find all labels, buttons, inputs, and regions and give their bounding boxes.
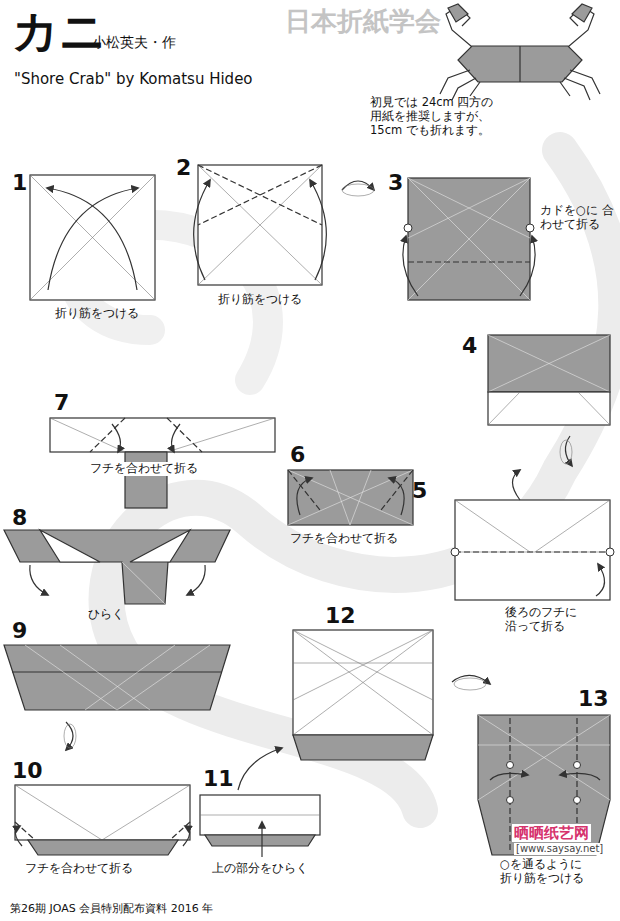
step-figure: [488, 335, 610, 466]
step-number: 5: [412, 478, 427, 504]
crab-illustration: [440, 4, 600, 100]
instruction-text: 後ろのフチに 沿って折る: [505, 606, 585, 634]
instruction-text: 上の部分をひらく: [212, 862, 308, 876]
step-number: 3: [388, 170, 403, 196]
instruction-text: 折り筋をつける: [55, 306, 139, 320]
step-figure: [15, 785, 190, 855]
step-number: 6: [290, 442, 305, 468]
title: カニ: [12, 4, 106, 59]
step-number: 7: [54, 390, 69, 416]
instruction-text: フチを合わせて折る: [290, 532, 398, 546]
step-number: 9: [12, 618, 27, 644]
instruction-text: ○を通るように 折り筋をつける: [500, 858, 592, 886]
step-number: 10: [12, 758, 43, 784]
step-figure: [30, 175, 155, 300]
step-figure: [194, 165, 374, 285]
step-number: 13: [578, 686, 609, 712]
step-figure: [403, 178, 535, 300]
instruction-text: フチを合わせて折る: [25, 862, 133, 876]
instruction-text: カドを○に 合わせて折る: [540, 204, 614, 232]
step-number: 4: [462, 333, 477, 359]
step-figure: [478, 715, 610, 855]
instruction-text: フチを合わせて折る: [88, 462, 200, 476]
step-figure: [4, 530, 230, 604]
note: 初見では 24cm 四方の 用紙を推奨しますが、 15cm でも折れます。: [370, 96, 495, 137]
english-title: "Shore Crab" by Komatsu Hideo: [14, 70, 253, 88]
footer: 第26期 JOAS 会員特別配布資料 2016 年: [10, 902, 213, 915]
step-number: 1: [12, 170, 27, 196]
step-number: 2: [176, 155, 191, 181]
watermark: [www.saysay.net]: [514, 843, 605, 855]
step-number: 12: [325, 603, 356, 629]
author-credit: 小松英夫・作: [92, 34, 176, 51]
step-figure: [4, 645, 230, 750]
step-figure: [240, 442, 413, 525]
watermark: 日本折紙学会: [285, 6, 441, 37]
watermark: 晒晒纸艺网: [512, 824, 591, 842]
instruction-text: 折り筋をつける: [218, 292, 302, 306]
step-figure: [451, 470, 614, 600]
step-number: 11: [203, 766, 234, 792]
instruction-text: ひらく: [88, 607, 124, 621]
step-figure: [293, 630, 490, 760]
step-figure: [50, 418, 275, 508]
step-number: 8: [12, 505, 27, 531]
step-figure: [200, 748, 320, 857]
